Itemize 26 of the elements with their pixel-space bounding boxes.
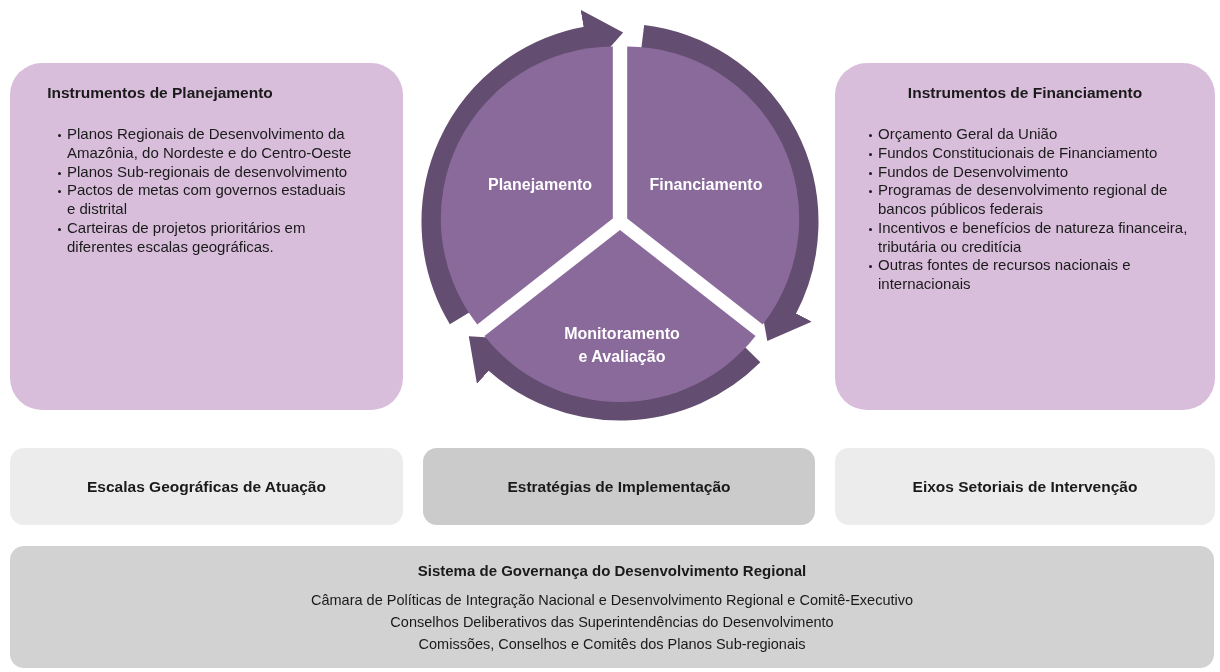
list-item: Fundos Constitucionais de Financiamento <box>868 143 1188 163</box>
segment-label: Financiamento <box>648 175 764 196</box>
panel-heading: Instrumentos de Financiamento <box>906 83 1144 103</box>
list-item: Outras fontes de recursos nacionais e internacionais <box>868 256 1188 294</box>
category-band <box>423 448 815 525</box>
band-label: Eixos Setoriais de Intervenção <box>912 477 1138 496</box>
info-panel <box>10 63 403 410</box>
panel-text-line: Comissões, Conselhos e Comitês dos Planos Sub-regionais <box>418 635 806 654</box>
list-item: Orçamento Geral da União <box>868 125 1188 144</box>
list-item: Carteiras de projetos prioritários em diferentes escalas geográficas. <box>57 218 357 257</box>
band-label: Estratégias de Implementação <box>507 477 731 496</box>
segment-label: Planejamento <box>487 175 593 196</box>
list-item: Planos Sub-regionais de desenvolvimento <box>57 162 357 182</box>
list-item: Planos Regionais de Desenvolvimento da Amazônia, do Nordeste e do Centro-Oeste <box>57 125 357 163</box>
list-item: Incentivos e benefícios de natureza financeira, tributária ou creditícia <box>868 218 1188 257</box>
governance-panel <box>10 546 1214 668</box>
panel-text-line: Câmara de Políticas de Integração Nacional e Desenvolvimento Regional e Comitê-Executivo <box>310 591 914 610</box>
list-item: Pactos de metas com governos estaduais e distrital <box>57 181 357 219</box>
segment-label: Monitoramento e Avaliação <box>563 323 681 367</box>
info-panel <box>835 63 1215 410</box>
panel-text-line: Conselhos Deliberativos das Superintendências do Desenvolvimento <box>390 613 834 632</box>
panel-heading: Sistema de Governança do Desenvolvimento Regional <box>417 562 807 579</box>
panel-heading: Instrumentos de Planejamento <box>46 83 274 103</box>
list-item: Programas de desenvolvimento regional de bancos públicos federais <box>868 181 1188 219</box>
band-label: Escalas Geográficas de Atuação <box>87 477 326 496</box>
list-item: Fundos de Desenvolvimento <box>868 162 1188 182</box>
